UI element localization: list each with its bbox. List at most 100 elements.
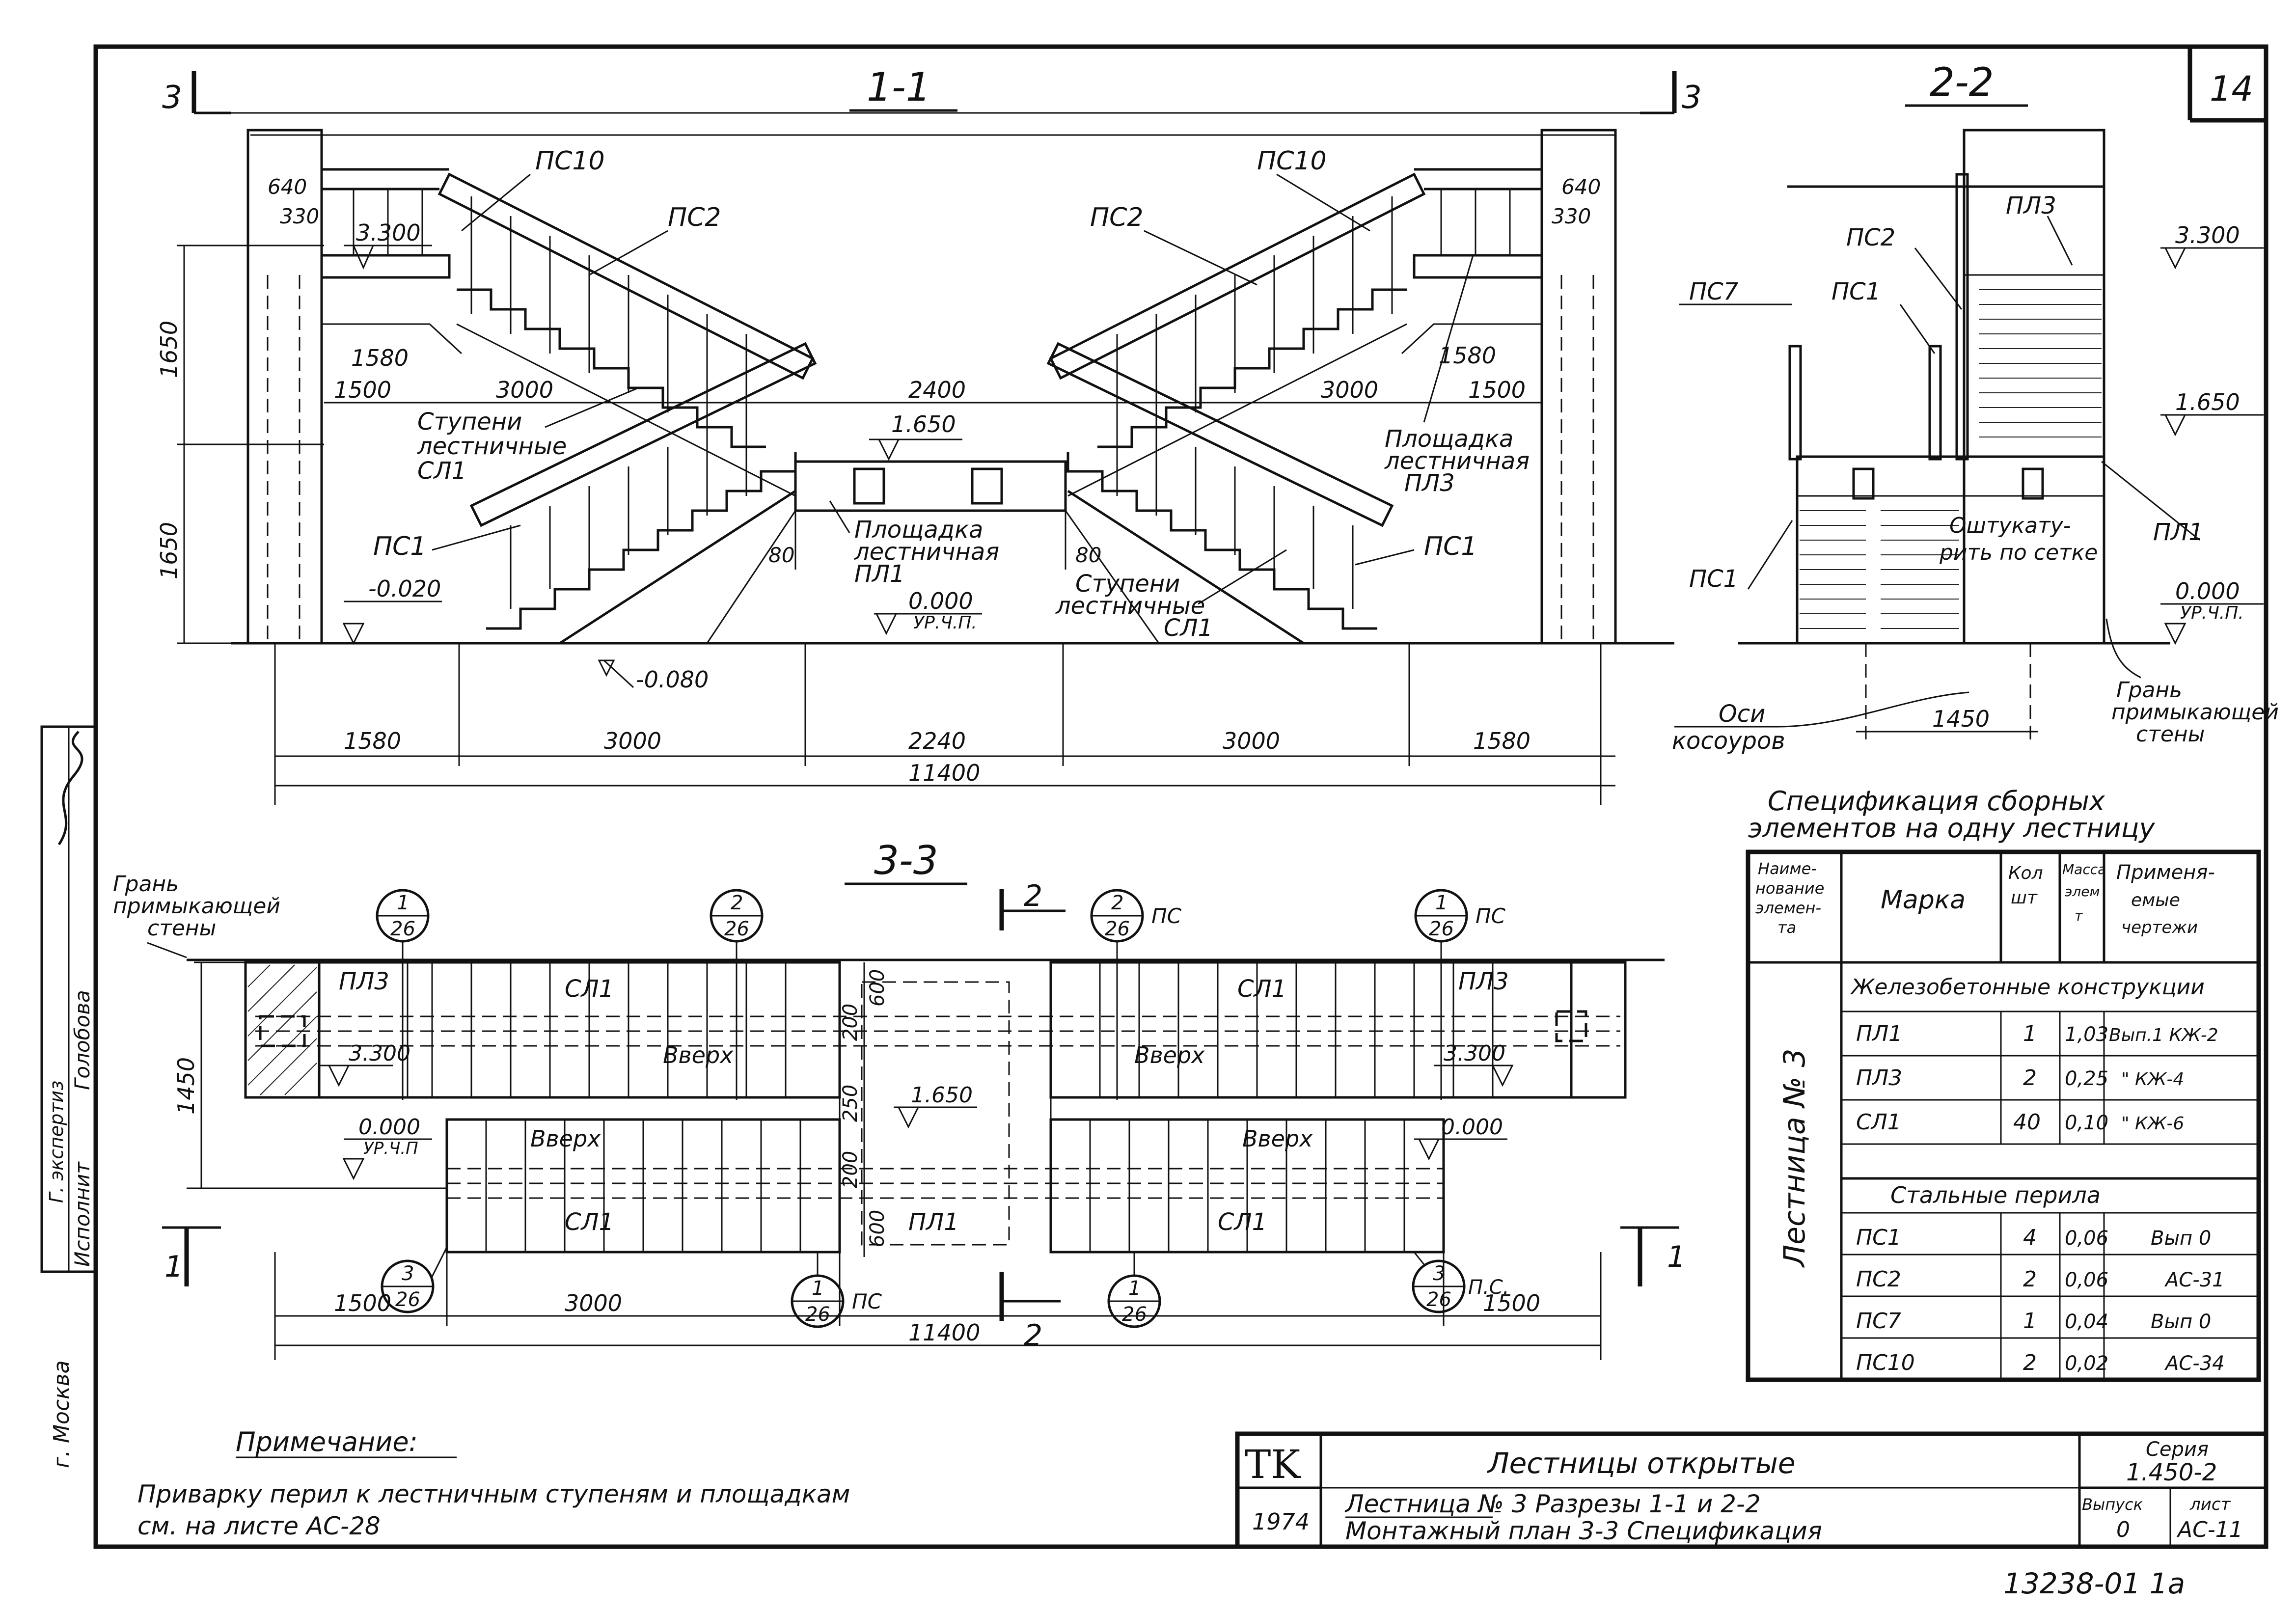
spec-row-ps10: ПС10 2 0,02 АС-34	[1856, 1350, 2225, 1375]
tb-logo: TK	[1245, 1442, 1301, 1487]
sheet-number-box: 14	[2187, 47, 2266, 123]
axis-mark-right: 3	[1682, 80, 1702, 116]
s22-ps1-top: ПС1	[1831, 278, 1881, 305]
label-landing-pl1-1: Площадка	[854, 516, 983, 544]
treads-lower-right	[1089, 1120, 1405, 1252]
dim-3000-left: 3000	[496, 377, 553, 403]
s33-vdim-200-bot: 200	[839, 1151, 862, 1188]
spec-row-ps1: ПС1 4 0,06 Вып 0	[1856, 1225, 2211, 1250]
svg-text:Кол: Кол	[2008, 863, 2043, 883]
svg-text:2: 2	[731, 892, 743, 914]
spec-h-mark: Марка	[1881, 885, 1966, 915]
s33-sl1-bot-right: СЛ1	[1218, 1208, 1267, 1236]
label-ps1-right: ПС1	[1424, 532, 1477, 561]
cut-mark-1-left: 1	[162, 1226, 221, 1286]
svg-text:чертежи: чертежи	[2121, 918, 2198, 937]
svg-text:Применя-: Применя-	[2116, 861, 2215, 884]
dim-1580-left: 1580	[351, 345, 409, 371]
elev-1650-mid: 1.650	[869, 411, 962, 461]
stamp-city: г. Москва	[49, 1360, 74, 1468]
svg-text:АС-34: АС-34	[2164, 1352, 2225, 1375]
callout-top-1: 1 26	[376, 889, 430, 1100]
svg-text:Наиме-: Наиме-	[1758, 859, 1817, 878]
svg-text:26: 26	[1429, 918, 1454, 940]
svg-text:ПС: ПС	[852, 1289, 882, 1313]
svg-text:-0.020: -0.020	[368, 575, 441, 602]
svg-text:3.300: 3.300	[1444, 1041, 1505, 1066]
svg-text:0.000: 0.000	[1441, 1115, 1503, 1140]
label-landing-pl1-2: лестничная	[854, 538, 999, 566]
note-title: Примечание:	[236, 1426, 418, 1457]
callout-bottom-3: 1 26	[1107, 1252, 1161, 1328]
archive-number: 13238-01 1a	[2003, 1567, 2185, 1600]
svg-text:0,06: 0,06	[2065, 1227, 2108, 1250]
svg-text:1: 1	[1435, 892, 1448, 914]
s22-elev-top: 3.300	[2160, 222, 2264, 270]
tb-sheet-label: лист	[2189, 1495, 2231, 1514]
s22-pl3: ПЛ3	[2006, 192, 2056, 219]
label-steps-left-2: лестничные	[417, 433, 567, 460]
svg-text:1.650: 1.650	[891, 411, 956, 437]
svg-text:Вып.1 КЖ-2: Вып.1 КЖ-2	[2109, 1025, 2218, 1045]
svg-text:1: 1	[2023, 1309, 2037, 1334]
treads-upper-left	[407, 962, 787, 1097]
s22-wall-3: стены	[2136, 722, 2205, 747]
dim-2400: 2400	[908, 377, 966, 403]
spec-section-concrete: Железобетонные конструкции	[1850, 975, 2205, 1000]
s33-elev-left: 3.300	[319, 1041, 410, 1087]
svg-text:шт: шт	[2011, 888, 2038, 908]
svg-text:Вып 0: Вып 0	[2151, 1311, 2211, 1333]
dim-640-right: 640	[1561, 175, 1601, 199]
s33-elev-zero-left: 0.000 УР.Ч.П	[342, 1115, 432, 1180]
svg-text:Масса: Масса	[2062, 861, 2106, 877]
s33-wall-3: стены	[147, 916, 216, 941]
spec-title-1: Спецификация сборных	[1768, 786, 2105, 817]
stamp-executor-name: Голобова	[70, 990, 94, 1090]
svg-text:т: т	[2075, 908, 2083, 924]
label-ps10-left: ПС10	[535, 146, 605, 176]
svg-text:3: 3	[402, 1262, 414, 1285]
svg-text:2: 2	[1024, 879, 1042, 913]
tb-subtitle-2: Монтажный план 3-3 Спецификация	[1345, 1517, 1822, 1545]
label-landing-pl3-2: лестничная	[1384, 447, 1530, 475]
svg-text:элем: элем	[2065, 883, 2100, 900]
svg-text:1: 1	[1667, 1240, 1686, 1274]
label-steps-right-3: СЛ1	[1164, 614, 1213, 642]
svg-text:ПС10: ПС10	[1856, 1350, 1915, 1375]
svg-text:0,25: 0,25	[2065, 1067, 2108, 1090]
cut-mark-1-right: 1	[1620, 1226, 1686, 1286]
tb-issue-value: 0	[2116, 1517, 2130, 1542]
svg-text:элемен-: элемен-	[1755, 899, 1821, 917]
svg-text:Вып 0: Вып 0	[2151, 1227, 2211, 1250]
svg-text:П.С.: П.С.	[1468, 1276, 1509, 1299]
svg-text:УР.Ч.П.: УР.Ч.П.	[2180, 603, 2244, 623]
spec-row-sl1: СЛ1 40 0,10 " КЖ-6	[1856, 1110, 2184, 1135]
dim-1580-right: 1580	[1439, 342, 1496, 369]
dim-3000-right: 3000	[1321, 377, 1378, 403]
s33-up-3: Вверх	[530, 1125, 601, 1152]
tb-series-value: 1.450-2	[2126, 1459, 2217, 1486]
svg-text:0.000: 0.000	[908, 588, 973, 614]
section-2-2: 2-2	[1672, 59, 2279, 755]
s33-bdim-3000: 3000	[565, 1290, 622, 1316]
s33-wall-1: Грань	[113, 872, 179, 897]
section-1-1: 1-1 3 3	[156, 64, 1702, 805]
s22-ps1-left: ПС1	[1689, 565, 1738, 593]
s33-wall-2: примыкающей	[113, 894, 280, 919]
label-steps-left-1: Ступени	[417, 408, 522, 436]
label-steps-right-1: Ступени	[1075, 570, 1180, 598]
s33-vdim-200-top: 200	[839, 1004, 862, 1041]
spec-row-ps2: ПС2 2 0,06 АС-31	[1856, 1267, 2225, 1292]
svg-text:26: 26	[724, 918, 749, 940]
svg-text:3.300: 3.300	[356, 219, 421, 246]
treads-upper-right	[1099, 962, 1494, 1097]
bdim-1: 1580	[344, 728, 401, 754]
s22-dim-1450: 1450	[1932, 706, 1990, 732]
dim-1500-left: 1500	[334, 377, 391, 403]
section-3-3-title: 3-3	[874, 838, 938, 883]
elev-below: -0.080	[598, 659, 709, 693]
side-stamp: Г. экспертиз Исполнит Голобова г. Москва	[40, 725, 97, 1468]
svg-text:АС-31: АС-31	[2164, 1269, 2225, 1291]
spec-row-pl1: ПЛ1 1 1,03 Вып.1 КЖ-2	[1856, 1021, 2218, 1046]
